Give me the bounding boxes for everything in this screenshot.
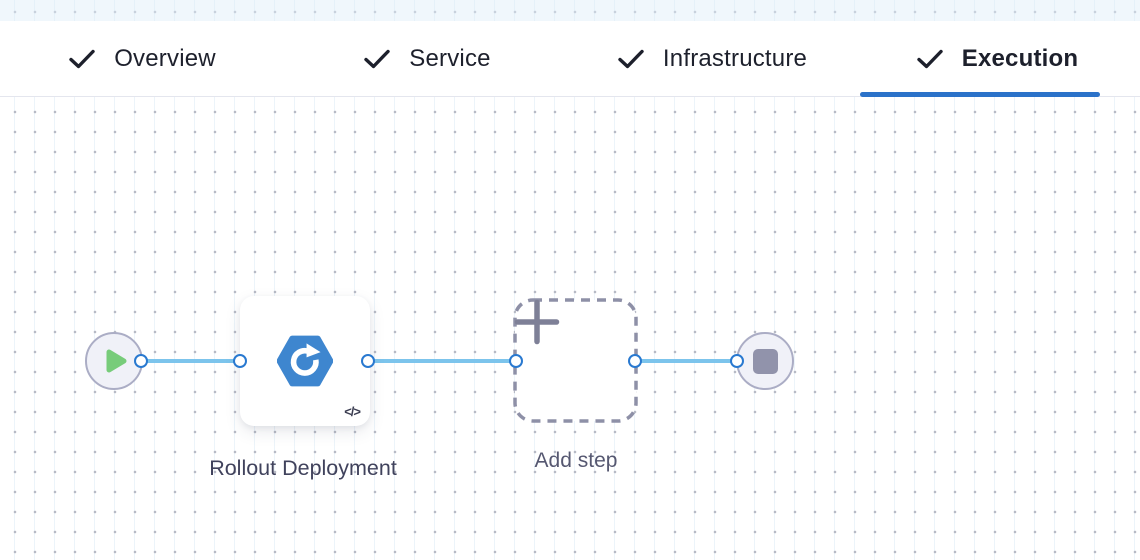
active-tab-underline: [860, 92, 1100, 97]
edge-rollout-to-addstep: [368, 359, 516, 363]
tab-overview-label: Overview: [114, 44, 216, 72]
play-icon: [106, 349, 127, 373]
end-node: [736, 332, 794, 390]
step-label-rollout-deployment: Rollout Deployment: [209, 456, 397, 480]
tab-execution[interactable]: Execution: [855, 21, 1140, 96]
check-icon: [69, 49, 95, 68]
stop-icon: [752, 348, 778, 374]
pipeline-canvas[interactable]: </> Rollout Deployment Add step: [0, 97, 1140, 560]
port-end-in[interactable]: [730, 354, 744, 368]
check-icon: [917, 49, 943, 68]
port-rollout-out[interactable]: [361, 354, 375, 368]
dashed-border: [513, 298, 638, 423]
tab-overview[interactable]: Overview: [0, 21, 285, 96]
step-rollout-deployment[interactable]: </>: [240, 296, 370, 426]
rolling-update-icon: [277, 335, 333, 387]
port-addstep-out[interactable]: [628, 354, 642, 368]
port-start-out[interactable]: [134, 354, 148, 368]
add-step-label: Add step: [534, 449, 618, 472]
tab-execution-label: Execution: [961, 44, 1079, 72]
check-icon: [618, 49, 644, 68]
tab-service-label: Service: [409, 44, 491, 72]
edge-addstep-to-end: [635, 359, 737, 363]
tab-infrastructure[interactable]: Infrastructure: [570, 21, 855, 96]
port-addstep-in[interactable]: [509, 354, 523, 368]
tab-service[interactable]: Service: [285, 21, 570, 96]
tab-infrastructure-label: Infrastructure: [662, 44, 808, 72]
code-icon: </>: [344, 404, 361, 419]
check-icon: [364, 49, 390, 68]
stage-config-tabbar: Overview Service Infrastructure Executio…: [0, 21, 1140, 97]
edge-start-to-rollout: [141, 359, 240, 363]
canvas-top-strip: [0, 0, 1140, 21]
plus-icon: [514, 299, 560, 345]
start-node: [85, 332, 143, 390]
port-rollout-in[interactable]: [233, 354, 247, 368]
add-step-node[interactable]: [513, 298, 638, 423]
